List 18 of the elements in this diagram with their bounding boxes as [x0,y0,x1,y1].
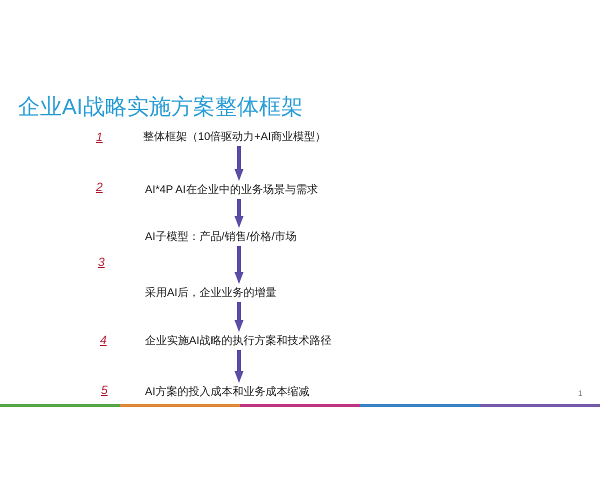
step-text: AI方案的投入成本和业务成本缩减 [145,385,310,399]
arrow [234,302,244,332]
step-text: 采用AI后，企业业务的增量 [145,286,276,300]
step-text: 企业实施AI战略的执行方案和技术路径 [145,334,332,348]
step-number: 4 [100,333,107,347]
step-number: 1 [96,130,103,144]
step-number: 2 [96,180,103,194]
step-number: 5 [101,383,108,397]
step-text: AI*4P AI在企业中的业务场景与需求 [145,183,318,197]
arrow [234,146,244,181]
slide-title: 企业AI战略实施方案整体框架 [18,93,303,121]
arrow [234,246,244,284]
arrow [234,350,244,383]
arrow [234,199,244,228]
step-number: 3 [98,255,105,269]
step-text: 整体框架（10倍驱动力+AI商业模型） [143,130,326,144]
page-number: 1 [578,389,582,399]
step-text: AI子模型：产品/销售/价格/市场 [145,230,297,244]
